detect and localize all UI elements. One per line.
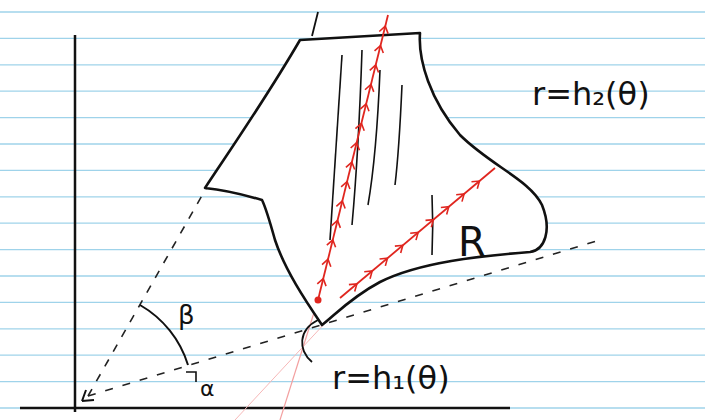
ray-chevron: [346, 162, 355, 169]
ray-chevron: [410, 232, 418, 240]
boundary-label: r=h₁(θ): [332, 362, 450, 394]
ray-chevron: [471, 181, 479, 189]
angle-label: β: [178, 302, 195, 328]
boundary-label: r=h₂(θ): [532, 78, 650, 110]
ruling-line: [0, 355, 705, 356]
ray-chevron: [364, 271, 372, 279]
ray-chevron: [426, 220, 434, 228]
ray-chevron: [332, 220, 341, 227]
angle-tick: [186, 372, 196, 382]
ray-chevron: [375, 46, 384, 53]
ruling-line: [0, 407, 705, 408]
ray-chevron: [349, 284, 357, 292]
origin-arrowhead: [82, 390, 94, 401]
notebook-ruling: [0, 12, 705, 408]
ray-chevron: [322, 259, 331, 266]
ray-origin-dot: [315, 297, 322, 304]
ray-chevron: [395, 245, 403, 253]
ray-chevron: [456, 194, 464, 202]
ray-chevron: [379, 26, 388, 33]
ray-chevron: [365, 84, 374, 91]
leader-bracket: [302, 320, 318, 362]
vertical-axis: [74, 35, 77, 412]
sketch-tick: [312, 12, 318, 36]
ruling-line: [0, 328, 705, 329]
ray-chevron: [380, 258, 388, 266]
ruling-line: [0, 302, 705, 303]
ray-chevron: [327, 240, 336, 247]
angle-label: α: [200, 378, 215, 400]
ray-chevron: [370, 65, 379, 72]
region-outline: [205, 33, 547, 325]
faint-ray: [280, 300, 318, 420]
horizontal-axis: [20, 407, 510, 410]
ray-chevron: [341, 182, 350, 189]
ray-chevron: [360, 104, 369, 111]
red-ray: [340, 168, 495, 298]
region-hatching: [330, 50, 433, 255]
ray-chevron: [441, 207, 449, 215]
ray-chevron: [317, 279, 326, 286]
ray-chevron: [336, 201, 345, 208]
ray-chevron: [355, 123, 364, 130]
region-label: R: [458, 222, 486, 262]
red-rays: [315, 15, 496, 304]
red-ray: [318, 15, 388, 300]
ray-chevron: [351, 143, 360, 150]
ruling-line: [0, 11, 705, 12]
